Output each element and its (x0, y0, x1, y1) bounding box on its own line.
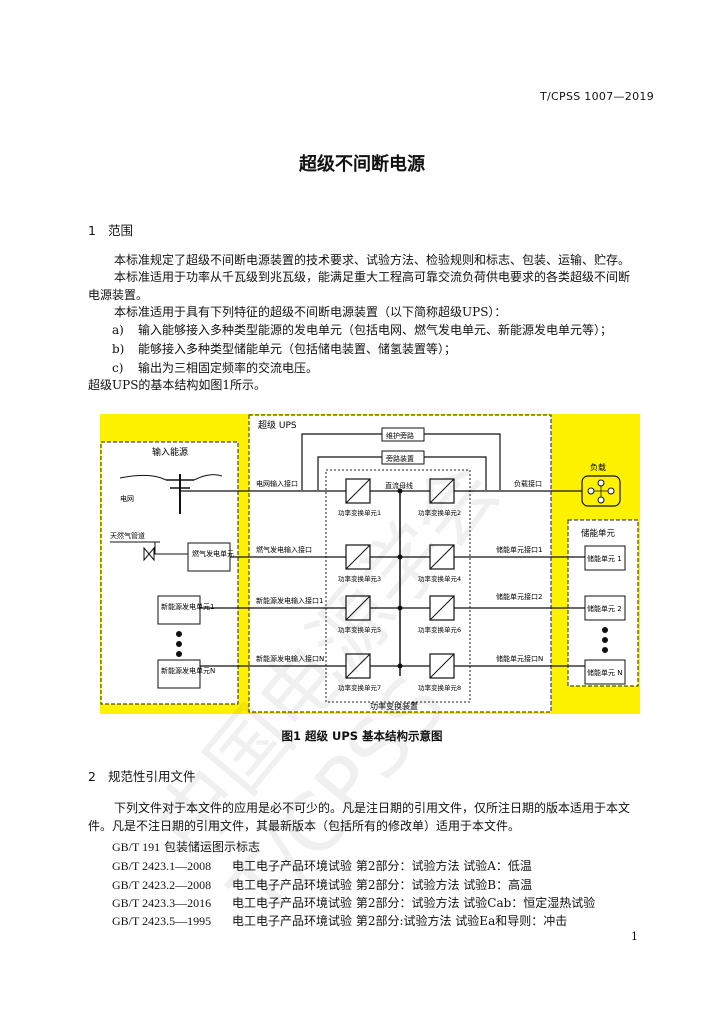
figure-1-caption: 图1 超级 UPS 基本结构示意图 (281, 729, 443, 743)
load-network-icon (587, 479, 615, 504)
section-1-para-2: 本标准适用于功率从千瓦级到兆瓦级，能满足重大工程高可靠交流负荷供电要求的各类超级… (88, 270, 631, 302)
renew-input-port-n-label: 新能源发电输入接口N (256, 654, 324, 663)
gas-gen-box (187, 542, 231, 572)
page-number: 1 (631, 930, 638, 943)
conv-2-label: 功率变换单元2 (418, 508, 461, 517)
bypass-device-label: 旁路装置 (386, 454, 414, 463)
storage-port-1-label: 储能单元接口1 (496, 545, 542, 554)
storage-1-box (584, 545, 626, 571)
grid-input-port-label: 电网输入接口 (256, 479, 298, 488)
section-2-para-1: 下列文件对于本文件的应用是必不可少的。凡是注日期的引用文件，仅所注日期的版本适用… (88, 801, 631, 833)
conv-5-label: 功率变换单元5 (338, 625, 381, 634)
section-1-para-1: 本标准规定了超级不间断电源装置的技术要求、试验方法、检验规则和标志、包装、运输、… (114, 253, 631, 267)
storage-n-label: 储能单元 N (587, 668, 622, 677)
gas-input-port-label: 燃气发电输入接口 (256, 545, 312, 554)
standard-code: T/CPSS 1007—2019 (540, 90, 654, 103)
section-2-heading: 2 规范性引用文件 (88, 766, 196, 785)
power-conversion-panel (325, 469, 471, 703)
renew-input-port-1-label: 新能源发电输入接口1 (256, 596, 323, 605)
list-item: b)能够接入多种类型储能单元（包括储电装置、储氢装置等）； (112, 342, 457, 356)
storage-2-label: 储能单元 2 (587, 604, 622, 613)
grid-tower-icon (119, 474, 223, 514)
conv-6-label: 功率变换单元6 (418, 625, 461, 634)
load-label: 负载 (590, 462, 606, 472)
power-converter-icon (345, 544, 371, 570)
maintenance-bypass-label: 维护旁路 (386, 431, 414, 440)
document-title: 超级不间断电源 (299, 154, 425, 175)
storage-2-box (584, 595, 626, 621)
section-1-number: 1 (88, 223, 96, 238)
power-converter-icon (429, 653, 455, 679)
conv-8-label: 功率变换单元8 (418, 683, 461, 692)
valve-icon (143, 546, 155, 562)
bypass-device-box (381, 450, 425, 465)
renew-n-label: 新能源发电单元N (161, 666, 215, 675)
renew-1-label: 新能源发电单元1 (161, 602, 214, 611)
list-item: c)输出为三相固定频率的交流电压。 (112, 361, 319, 375)
conv-3-label: 功率变换单元3 (338, 574, 381, 583)
section-2-title: 规范性引用文件 (108, 769, 196, 784)
section-1-para-3: 本标准适用于具有下列特征的超级不间断电源装置（以下简称超级UPS）： (114, 305, 507, 319)
section-2-number: 2 (88, 769, 96, 784)
storage-port-2-label: 储能单元接口2 (496, 592, 542, 601)
renew-n-box (157, 659, 201, 689)
maintenance-bypass-box (381, 427, 425, 442)
section-1-title: 范围 (108, 223, 134, 238)
renew-1-box (157, 595, 201, 625)
conv-7-label: 功率变换单元7 (338, 683, 381, 692)
input-energy-label: 输入能源 (152, 446, 188, 458)
grid-label: 电网 (120, 494, 134, 503)
conv-4-label: 功率变换单元4 (418, 574, 461, 583)
list-item: a)输入能够接入多种类型能源的发电单元（包括电网、燃气发电单元、新能源发电单元等… (112, 323, 613, 337)
storage-n-box (584, 659, 626, 685)
conversion-device-label: 功率变换装置 (370, 701, 418, 711)
gas-pipeline-label: 天然气管道 (110, 531, 145, 540)
storage-label: 储能单元 (581, 528, 616, 539)
power-converter-icon (429, 544, 455, 570)
storage-1-label: 储能单元 1 (587, 554, 622, 563)
gas-gen-label: 燃气发电单元 (192, 549, 234, 558)
power-converter-icon (429, 478, 455, 504)
power-converter-icon (345, 478, 371, 504)
power-converter-icon (345, 595, 371, 621)
dc-bus-label: 直流母线 (385, 481, 413, 490)
power-converter-icon (429, 595, 455, 621)
figure-1-diagram: 输入能源 超级 UPS 储能单元 功率变换装置 维护旁路 旁路装置 电网 天然气… (100, 414, 640, 714)
conv-1-label: 功率变换单元1 (338, 508, 381, 517)
super-ups-label: 超级 UPS (258, 419, 297, 431)
section-1-para-4: 超级UPS的基本结构如图1所示。 (88, 378, 267, 392)
load-port-label: 负载接口 (514, 479, 542, 488)
power-converter-icon (345, 653, 371, 679)
storage-port-n-label: 储能单元接口N (496, 654, 543, 663)
section-1-heading: 1 范围 (88, 220, 133, 239)
